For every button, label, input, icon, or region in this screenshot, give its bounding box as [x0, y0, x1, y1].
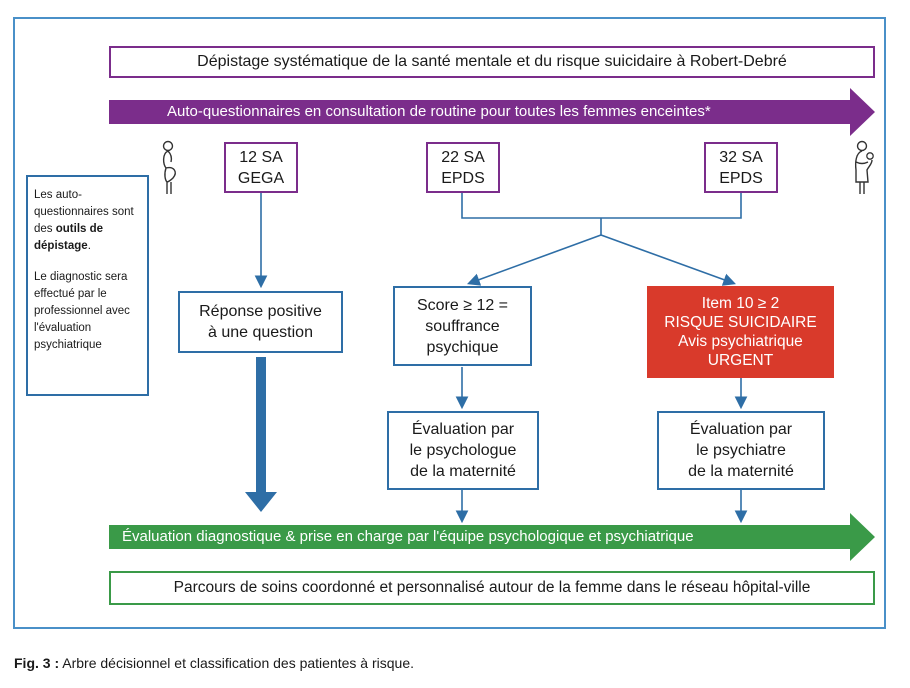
stage-box-32sa: 32 SA EPDS: [704, 142, 778, 193]
diagram-frame: [13, 17, 886, 629]
caption-text: Arbre décisionnel et classification des …: [59, 655, 414, 671]
connector-bracket: [461, 192, 742, 219]
note-box: Les auto-questionnaires sont des outils …: [26, 175, 149, 396]
diagram-title: Dépistage systématique de la santé menta…: [109, 46, 875, 78]
suicide-risk-box: Item 10 ≥ 2 RISQUE SUICIDAIRE Avis psych…: [647, 286, 834, 378]
connector-to-urgent: [600, 234, 737, 286]
green-arrow: [109, 513, 875, 561]
purple-arrow: [109, 88, 875, 136]
pregnant-woman-icon: [162, 140, 176, 194]
caption-label: Fig. 3 :: [14, 655, 60, 671]
stage-questionnaire: EPDS: [719, 169, 763, 187]
score-box: Score ≥ 12 = souffrance psychique: [393, 286, 532, 366]
note-screening: Les auto-questionnaires sont des outils …: [34, 189, 134, 252]
purple-arrow-label: Auto-questionnaires en consultation de r…: [167, 103, 711, 120]
note-bold: outils de dépistage: [34, 223, 104, 252]
title-text: Dépistage systématique de la santé menta…: [197, 53, 787, 70]
stage-questionnaire: EPDS: [441, 169, 485, 187]
stage-box-22sa: 22 SA EPDS: [426, 142, 500, 193]
figure-caption: Fig. 3 : Arbre décisionnel et classifica…: [14, 655, 414, 671]
stage-questionnaire: GEGA: [237, 169, 285, 187]
positive-response-box: Réponse positive à une question: [178, 291, 343, 353]
thick-blue-arrow: [245, 357, 277, 512]
care-pathway-box: Parcours de soins coordonné et personnal…: [109, 571, 875, 605]
stage-week: 12 SA: [239, 148, 283, 166]
mother-with-baby-icon: [854, 140, 874, 194]
connector-to-score: [466, 234, 602, 286]
green-arrow-label: Évaluation diagnostique & prise en charg…: [122, 528, 694, 545]
psychiatre-box: Évaluation par le psychiatre de la mater…: [657, 411, 825, 490]
stage-box-12sa: 12 SA GEGA: [224, 142, 298, 193]
stage-week: 32 SA: [719, 148, 763, 166]
psychologue-box: Évaluation par le psychologue de la mate…: [387, 411, 539, 490]
note-diagnosis: Le diagnostic sera effectué par le profe…: [34, 271, 130, 351]
stage-week: 22 SA: [441, 148, 485, 166]
